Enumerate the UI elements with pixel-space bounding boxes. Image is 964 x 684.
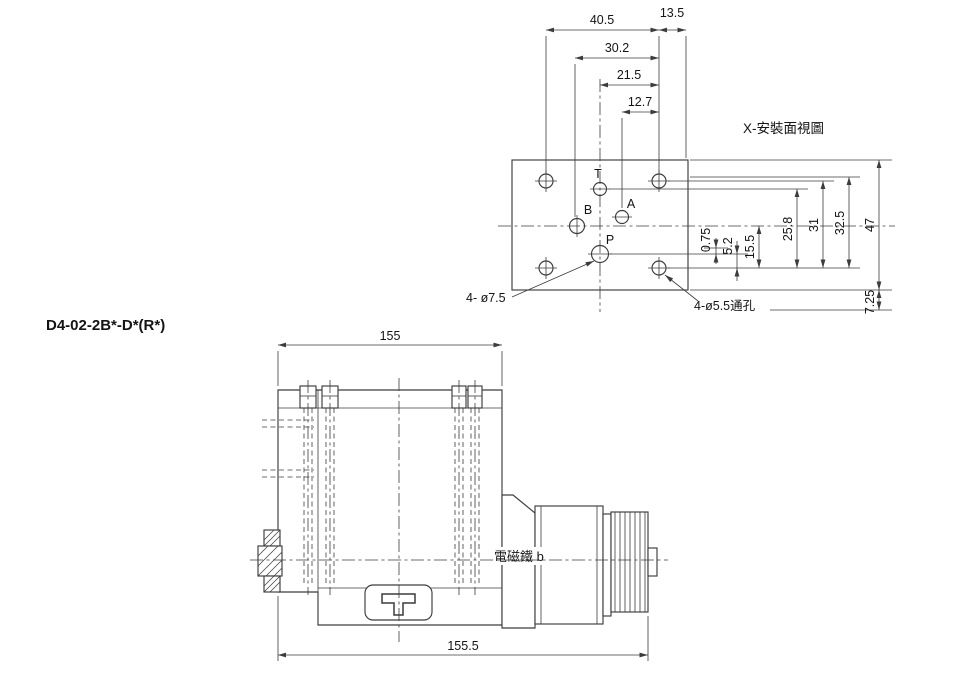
- port-holes: T B A P: [568, 167, 636, 264]
- dim-5-2: 5.2: [721, 237, 735, 254]
- port-A-label: A: [627, 197, 636, 211]
- mounting-hole-bottom-left: [535, 257, 557, 279]
- label-backing: [491, 547, 548, 565]
- mounting-hole-top-left: [535, 170, 557, 192]
- mounting-bolt-holes: [535, 170, 670, 279]
- spool-symbol: [364, 584, 433, 621]
- valve-side-view: 155: [250, 329, 668, 661]
- hole-callouts: 4- ø7.5 4-ø5.5通孔: [466, 260, 756, 313]
- note-through-holes: 4-ø5.5通孔: [694, 299, 756, 313]
- side-view-centerlines: [250, 378, 668, 642]
- dim-0-75: 0.75: [699, 228, 713, 252]
- solenoid-ribbed-cap: [610, 511, 649, 613]
- port-P-label: P: [606, 233, 614, 247]
- dim-47: 47: [863, 218, 877, 232]
- connector-hatching: [257, 529, 283, 593]
- dim-21-5: 21.5: [617, 68, 641, 82]
- right-extension-lines: [609, 159, 892, 311]
- port-A: [612, 209, 632, 225]
- port-B-label: B: [584, 203, 592, 217]
- mounting-face-view: 40.5 13.5 30.2 21.5 12.7 0.75 5.2 15.5: [466, 6, 895, 314]
- dim-7-25: 7.25: [863, 290, 877, 314]
- dim-32-5: 32.5: [833, 211, 847, 235]
- dim-13-5: 13.5: [660, 6, 684, 20]
- face-view-centerlines: [498, 79, 895, 312]
- top-extension-lines: [545, 36, 687, 217]
- model-number-label: D4-02-2B*-D*(R*): [46, 317, 165, 334]
- port-T-label: T: [594, 167, 602, 181]
- dim-155-5: 155.5: [277, 596, 649, 661]
- mounting-hole-top-right: [648, 170, 670, 192]
- left-connector: [257, 529, 283, 593]
- dim-155-5-label: 155.5: [447, 639, 478, 653]
- mounting-hole-bottom-right: [648, 257, 670, 279]
- solenoid-spacer: [602, 513, 612, 617]
- dim-12-7: 12.7: [628, 95, 652, 109]
- manual-override-pin: [647, 547, 658, 577]
- vertical-dimensions: 0.75 5.2 15.5 25.8 31 32.5 47 7.25: [699, 160, 882, 314]
- horizontal-dimensions: 40.5 13.5 30.2 21.5 12.7: [546, 6, 686, 115]
- note-port-holes: 4- ø7.5: [466, 291, 506, 305]
- end-cap-hidden-lines: [262, 419, 314, 478]
- solenoid-b-label: 電磁鐵 b: [494, 549, 544, 564]
- bolt-hidden-lines: [303, 408, 480, 584]
- dim-30-2: 30.2: [605, 41, 629, 55]
- dim-15-5: 15.5: [743, 235, 757, 259]
- face-view-title: X-安裝面視圖: [743, 121, 824, 136]
- dim-31: 31: [807, 218, 821, 232]
- dim-40-5: 40.5: [590, 13, 614, 27]
- dim-155-label: 155: [380, 329, 401, 343]
- t-port-symbol: [381, 593, 416, 616]
- dim-155: 155: [277, 329, 503, 386]
- dim-25-8: 25.8: [781, 217, 795, 241]
